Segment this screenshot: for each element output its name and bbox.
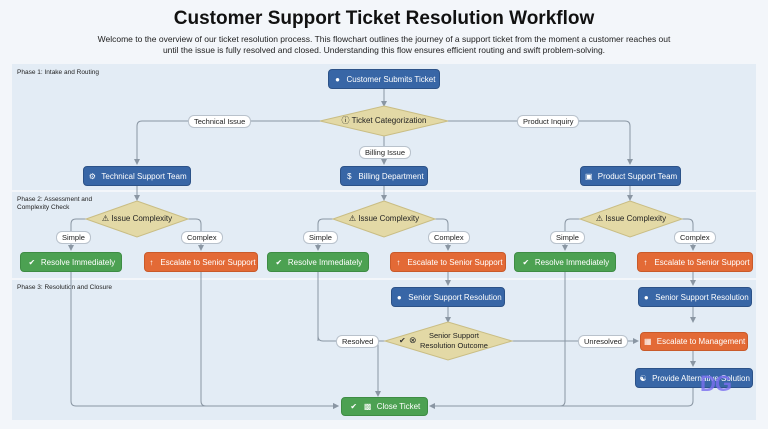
edge-label-resolved: Resolved — [336, 335, 380, 348]
phase-2-label: Phase 2: Assessment and Complexity Check — [17, 196, 93, 211]
user-tie-icon: ● — [643, 292, 649, 302]
check-icon: ✔ — [522, 257, 530, 267]
phase-1-label: Phase 1: Intake and Routing — [17, 69, 100, 76]
page-title: Customer Support Ticket Resolution Workf… — [173, 8, 595, 29]
check-icon: ✔ — [28, 257, 36, 267]
folder-icon: ▩ — [363, 402, 372, 411]
complexity-label-technical: ⚠ Issue Complexity — [101, 214, 173, 223]
user-tie-icon: ● — [396, 292, 402, 302]
complexity-diamond-product — [578, 200, 684, 238]
edge-label-complex-3: Complex — [674, 231, 716, 244]
building-icon: ▦ — [643, 337, 652, 346]
check-icon: ✔ — [350, 402, 358, 411]
intro-text: Welcome to the overview of our ticket re… — [97, 34, 671, 55]
product-team-node[interactable]: ▣ Product Support Team — [580, 166, 681, 186]
edge-label-simple-1: Simple — [56, 231, 91, 244]
edge-label-complex-2: Complex — [428, 231, 470, 244]
senior-resolution-node-product[interactable]: ●Senior Support Resolution — [638, 287, 752, 307]
cross-circle-icon: ⊗ — [409, 335, 417, 345]
escalate-senior-node-1[interactable]: ↑Escalate to Senior Support — [144, 252, 258, 272]
product-team-label: Product Support Team — [597, 171, 678, 181]
submit-ticket-node[interactable]: ● Customer Submits Ticket — [328, 69, 440, 89]
edge-label-billing: Billing Issue — [359, 146, 412, 159]
categorization-text: Ticket Categorization — [351, 116, 427, 125]
question-icon: ⓘ — [341, 116, 350, 125]
complexity-label-product: ⚠ Issue Complexity — [595, 214, 667, 223]
edge-label-complex-1: Complex — [181, 231, 223, 244]
warning-icon: ⚠ — [101, 214, 109, 223]
resolve-immediately-node-1[interactable]: ✔Resolve Immediately — [20, 252, 122, 272]
box-icon: ▣ — [584, 171, 593, 181]
edge-label-unresolved: Unresolved — [578, 335, 628, 348]
resolve-immediately-node-2[interactable]: ✔Resolve Immediately — [267, 252, 369, 272]
complexity-diamond-billing — [331, 200, 437, 238]
close-ticket-node[interactable]: ✔▩Close Ticket — [341, 397, 428, 416]
arrow-up-icon: ↑ — [149, 257, 154, 267]
arrow-up-icon: ↑ — [396, 257, 401, 267]
warning-icon: ⚠ — [595, 214, 603, 223]
escalate-senior-node-2[interactable]: ↑Escalate to Senior Support — [390, 252, 506, 272]
escalate-senior-node-3[interactable]: ↑Escalate to Senior Support — [637, 252, 753, 272]
edge-label-simple-3: Simple — [550, 231, 585, 244]
submit-ticket-label: Customer Submits Ticket — [346, 74, 436, 84]
categorization-diamond — [319, 105, 449, 137]
edge-label-simple-2: Simple — [303, 231, 338, 244]
edge-label-product: Product Inquiry — [517, 115, 580, 128]
phase-3-label: Phase 3: Resolution and Closure — [17, 284, 113, 291]
resolve-immediately-node-3[interactable]: ✔Resolve Immediately — [514, 252, 616, 272]
warning-icon: ⚠ — [348, 214, 356, 223]
technical-team-node[interactable]: ⚙ Technical Support Team — [83, 166, 191, 186]
check-icon: ✔ — [275, 257, 283, 267]
check-icon: ✔ — [399, 336, 406, 345]
outcome-label: Senior Support Resolution Outcome — [420, 331, 488, 350]
watermark-logo: DG — [700, 371, 732, 396]
dollar-icon: $ — [347, 171, 352, 181]
user-icon: ● — [335, 74, 340, 84]
billing-department-node[interactable]: $ Billing Department — [340, 166, 428, 186]
complexity-label-billing: ⚠ Issue Complexity — [348, 214, 420, 223]
categorization-label: ⓘ Ticket Categorization — [334, 116, 434, 126]
escalate-management-node[interactable]: ▦Escalate to Management — [640, 332, 748, 351]
gear-icon: ⚙ — [88, 171, 96, 181]
technical-team-label: Technical Support Team — [101, 171, 187, 181]
handshake-icon: ☯ — [639, 373, 647, 383]
phase-3-region — [12, 280, 756, 420]
arrow-up-icon: ↑ — [643, 257, 648, 267]
senior-resolution-node-billing[interactable]: ●Senior Support Resolution — [391, 287, 505, 307]
outcome-diamond — [383, 321, 514, 361]
alternative-solution-node[interactable]: ☯Provide Alternative Solution — [635, 368, 753, 388]
edge-label-technical: Technical Issue — [188, 115, 252, 128]
billing-department-label: Billing Department — [358, 171, 424, 181]
complexity-diamond-technical — [84, 200, 190, 238]
